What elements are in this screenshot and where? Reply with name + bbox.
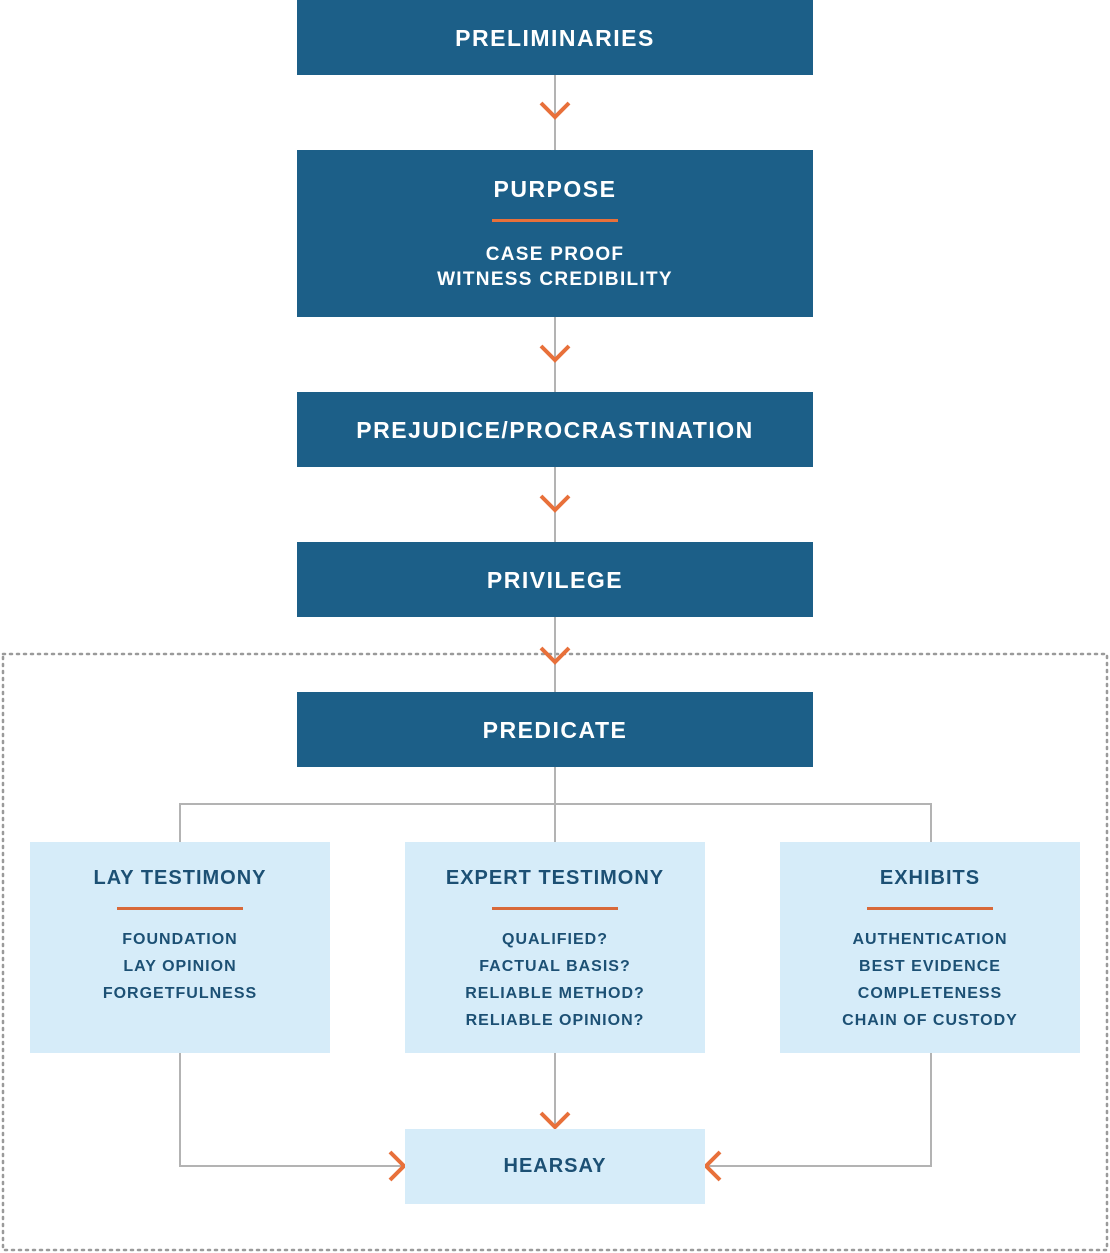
purpose-divider	[492, 218, 618, 222]
chevron-down-icon	[539, 1111, 571, 1130]
purpose-item: WITNESS CREDIBILITY	[437, 268, 673, 290]
chevron-down-icon	[539, 494, 571, 513]
prejudice-box: PREJUDICE/PROCRASTINATION	[297, 392, 813, 467]
exhibits-item: CHAIN OF CUSTODY	[842, 1012, 1018, 1029]
lay-testimony-item: LAY OPINION	[123, 958, 237, 975]
expert-testimony-item: RELIABLE METHOD?	[465, 985, 645, 1002]
prejudice-label: PREJUDICE/PROCRASTINATION	[356, 416, 754, 443]
chevron-down-icon	[539, 101, 571, 120]
chevron-right-icon	[388, 1150, 407, 1182]
lay-testimony-title: LAY TESTIMONY	[93, 867, 267, 889]
lay-testimony-box: LAY TESTIMONY FOUNDATION LAY OPINION FOR…	[30, 842, 330, 1053]
chevron-left-icon	[703, 1150, 722, 1182]
expert-testimony-item: QUALIFIED?	[502, 931, 608, 948]
preliminaries-box: PRELIMINARIES	[297, 0, 813, 75]
exhibits-title: EXHIBITS	[879, 867, 981, 889]
hearsay-box: HEARSAY	[405, 1129, 705, 1204]
exhibits-box: EXHIBITS AUTHENTICATION BEST EVIDENCE CO…	[780, 842, 1080, 1053]
expert-testimony-title: EXPERT TESTIMONY	[445, 867, 665, 889]
connector-line	[179, 1053, 404, 1167]
lay-testimony-item: FORGETFULNESS	[102, 985, 258, 1002]
chevron-down-icon	[539, 344, 571, 363]
predicate-box: PREDICATE	[297, 692, 813, 767]
privilege-box: PRIVILEGE	[297, 542, 813, 617]
purpose-item: CASE PROOF	[485, 243, 625, 265]
exhibits-item: AUTHENTICATION	[852, 931, 1008, 948]
chevron-down-icon	[539, 646, 571, 665]
hearsay-label: HEARSAY	[503, 1155, 607, 1177]
expert-testimony-divider	[492, 907, 618, 910]
lay-testimony-divider	[117, 907, 243, 910]
exhibits-item: COMPLETENESS	[857, 985, 1003, 1002]
lay-testimony-item: FOUNDATION	[122, 931, 238, 948]
expert-testimony-item: RELIABLE OPINION?	[465, 1012, 645, 1029]
preliminaries-label: PRELIMINARIES	[455, 24, 655, 51]
expert-testimony-box: EXPERT TESTIMONY QUALIFIED? FACTUAL BASI…	[405, 842, 705, 1053]
predicate-label: PREDICATE	[482, 716, 628, 743]
connector-line	[179, 803, 932, 842]
purpose-title: PURPOSE	[493, 175, 617, 202]
privilege-label: PRIVILEGE	[486, 566, 624, 593]
exhibits-divider	[867, 907, 993, 910]
exhibits-item: BEST EVIDENCE	[859, 958, 1001, 975]
connector-line	[706, 1053, 932, 1167]
purpose-box: PURPOSE CASE PROOF WITNESS CREDIBILITY	[297, 150, 813, 317]
expert-testimony-item: FACTUAL BASIS?	[479, 958, 631, 975]
